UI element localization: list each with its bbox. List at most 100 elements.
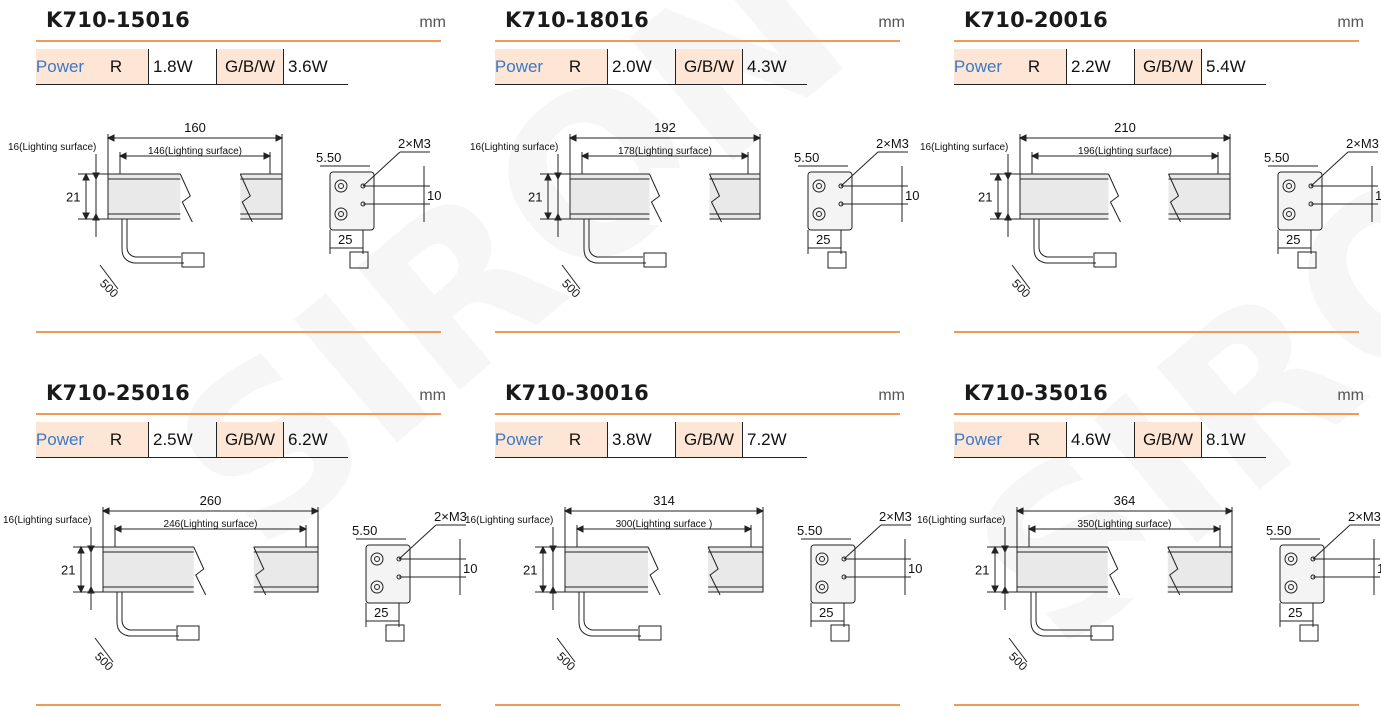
offset-dimension: 5.50: [794, 150, 819, 165]
gbw-label: G/B/W: [676, 49, 743, 84]
divider: [36, 331, 441, 333]
gbw-power-value: 3.6W: [288, 56, 328, 76]
width-dimension: 25: [819, 605, 833, 620]
divider: [495, 331, 900, 333]
lighting-length-dimension: 178(Lighting surface): [618, 146, 712, 157]
screws-label: 2×M3: [879, 509, 912, 524]
model-title: K710-35016: [964, 381, 1108, 405]
power-spec-row: Power R 4.6W G/B/W 8.1W: [954, 422, 1266, 458]
cable-length-dimension: 500: [1009, 276, 1033, 300]
power-label: Power: [36, 422, 84, 457]
divider: [36, 40, 441, 42]
height-dimension: 21: [975, 563, 989, 578]
model-title: K710-15016: [46, 8, 190, 32]
power-spec-row: Power R 2.2W G/B/W 5.4W: [954, 49, 1266, 85]
product-panel: K710-35016 mm Power R 4.6W G/B/W 8.1W 36…: [917, 377, 1381, 717]
spacing-dimension: 10: [463, 561, 477, 576]
power-label: Power: [954, 49, 1002, 84]
r-label: R: [543, 422, 608, 457]
gbw-power-value: 7.2W: [747, 429, 787, 449]
cable-length-dimension: 500: [554, 649, 578, 673]
offset-dimension: 5.50: [797, 523, 822, 538]
model-title: K710-20016: [964, 8, 1108, 32]
spacing-dimension: 10: [905, 188, 919, 203]
r-power-value: 2.5W: [149, 422, 217, 457]
r-label: R: [1002, 422, 1067, 457]
power-label: Power: [36, 49, 84, 84]
unit-label: mm: [878, 387, 905, 404]
gbw-power-value: 5.4W: [1206, 56, 1246, 76]
lighting-length-dimension: 300(Lighting surface ): [616, 519, 713, 530]
divider: [36, 413, 441, 415]
spacing-dimension: 10: [1375, 188, 1381, 203]
gbw-label: G/B/W: [217, 49, 284, 84]
offset-dimension: 5.50: [1264, 150, 1289, 165]
model-title: K710-18016: [505, 8, 649, 32]
dimension-drawing: 314 300(Lighting surface ) 21 16(Lighting s…: [465, 493, 922, 674]
r-label: R: [543, 49, 608, 84]
width-dimension: 25: [338, 232, 352, 247]
cable-length-dimension: 500: [92, 649, 116, 673]
width-dimension: 25: [374, 605, 388, 620]
length-dimension: 314: [653, 493, 675, 508]
r-power-value: 2.2W: [1067, 49, 1135, 84]
cable-length-dimension: 500: [559, 276, 583, 300]
power-label: Power: [495, 422, 543, 457]
cable-length-dimension: 500: [1006, 649, 1030, 673]
lighting-length-dimension: 246(Lighting surface): [164, 519, 258, 530]
lighting-height-dimension: 16(Lighting surface): [3, 515, 91, 526]
gbw-label: G/B/W: [1135, 422, 1202, 457]
length-dimension: 160: [184, 120, 206, 135]
power-spec-row: Power R 2.0W G/B/W 4.3W: [495, 49, 807, 85]
unit-label: mm: [1337, 387, 1364, 404]
screws-label: 2×M3: [434, 509, 467, 524]
divider: [495, 704, 900, 706]
screws-label: 2×M3: [876, 136, 909, 151]
height-dimension: 21: [61, 563, 75, 578]
unit-label: mm: [419, 387, 446, 404]
unit-label: mm: [1337, 14, 1364, 31]
power-spec-row: Power R 1.8W G/B/W 3.6W: [36, 49, 348, 85]
lighting-length-dimension: 350(Lighting surface): [1078, 519, 1172, 530]
offset-dimension: 5.50: [316, 150, 341, 165]
divider: [495, 413, 900, 415]
length-dimension: 364: [1114, 493, 1136, 508]
model-title: K710-25016: [46, 381, 190, 405]
screws-label: 2×M3: [398, 136, 431, 151]
lighting-height-dimension: 16(Lighting surface): [465, 515, 553, 526]
length-dimension: 192: [654, 120, 676, 135]
power-spec-row: Power R 3.8W G/B/W 7.2W: [495, 422, 807, 458]
divider: [954, 704, 1359, 706]
unit-label: mm: [878, 14, 905, 31]
r-power-value: 1.8W: [149, 49, 217, 84]
screws-label: 2×M3: [1348, 509, 1381, 524]
lighting-height-dimension: 16(Lighting surface): [920, 142, 1008, 153]
product-panel: K710-25016 mm Power R 2.5W G/B/W 6.2W 26…: [3, 377, 477, 717]
divider: [954, 331, 1359, 333]
width-dimension: 25: [1288, 605, 1302, 620]
r-label: R: [1002, 49, 1067, 84]
screws-label: 2×M3: [1346, 136, 1379, 151]
divider: [954, 40, 1359, 42]
r-power-value: 4.6W: [1067, 422, 1135, 457]
divider: [495, 40, 900, 42]
height-dimension: 21: [528, 190, 542, 205]
gbw-label: G/B/W: [676, 422, 743, 457]
height-dimension: 21: [523, 563, 537, 578]
gbw-power-value: 4.3W: [747, 56, 787, 76]
width-dimension: 25: [1286, 232, 1300, 247]
cable-length-dimension: 500: [97, 276, 121, 300]
r-label: R: [84, 422, 149, 457]
power-label: Power: [954, 422, 1002, 457]
gbw-label: G/B/W: [1135, 49, 1202, 84]
product-panel: K710-20016 mm Power R 2.2W G/B/W 5.4W 21…: [920, 4, 1381, 344]
width-dimension: 25: [816, 232, 830, 247]
lighting-length-dimension: 196(Lighting surface): [1078, 146, 1172, 157]
offset-dimension: 5.50: [1266, 523, 1291, 538]
spacing-dimension: 10: [427, 188, 441, 203]
r-power-value: 3.8W: [608, 422, 676, 457]
